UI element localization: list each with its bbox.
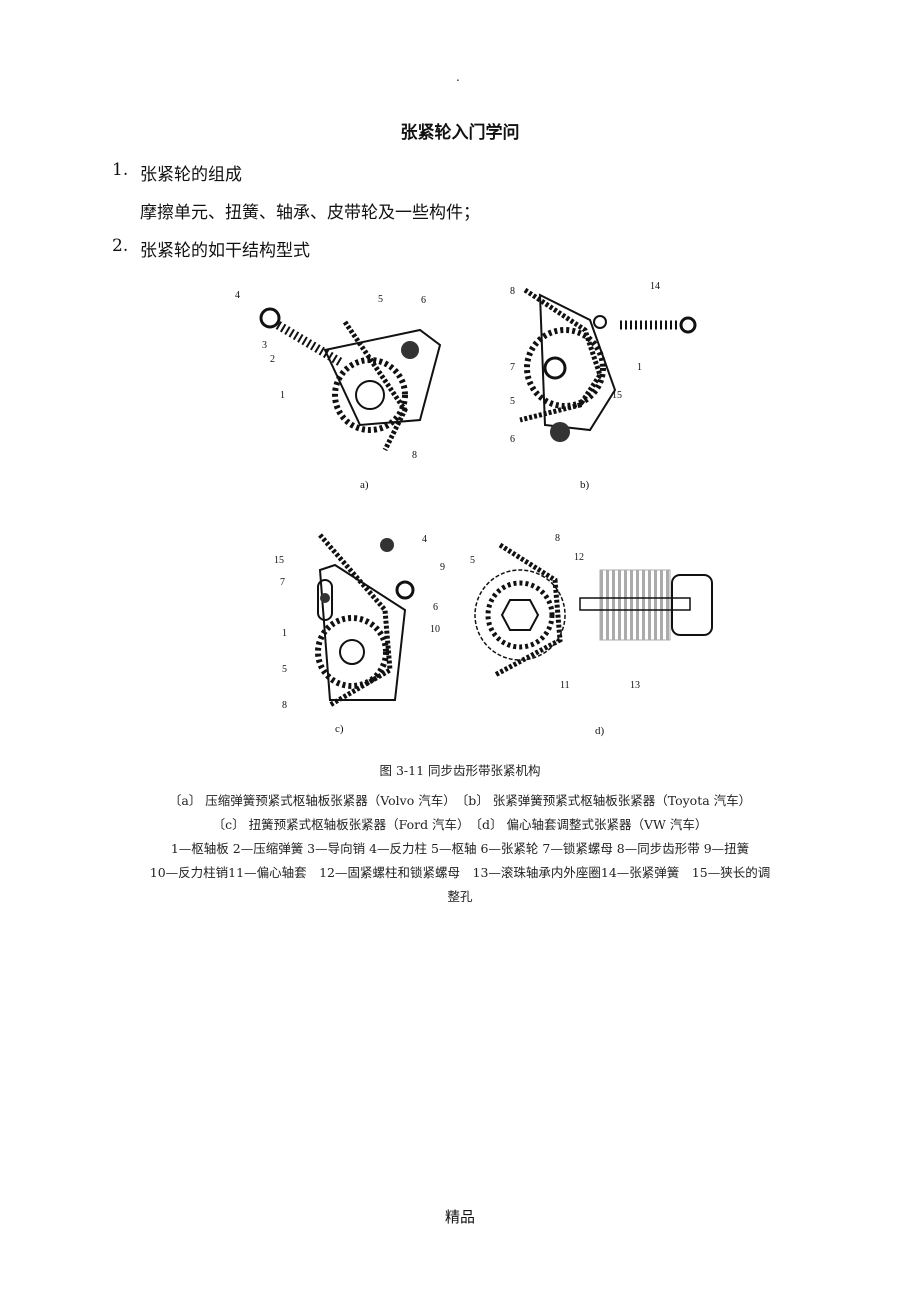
figure-label: 8 xyxy=(412,450,417,461)
legend-line-4: 10—反力柱销11—偏心轴套 12—固紧螺柱和锁紧螺母 13—滚珠轴承内外座圈1… xyxy=(149,865,771,880)
panel-a-drawing xyxy=(259,307,442,452)
figure-label: 1 xyxy=(280,390,285,401)
legend-line-3: 1—枢轴板 2—压缩弹簧 3—导向销 4—反力柱 5—枢轴 6—张紧轮 7—锁紧… xyxy=(170,841,750,856)
figure-label: 3 xyxy=(262,340,267,351)
panel-d-labels: 8 5 12 11 13 d) xyxy=(470,533,640,737)
panel-a-labels: 4 5 6 3 2 1 8 a) xyxy=(235,290,426,491)
section-1-body: 摩擦单元、扭簧、轴承、皮带轮及一些构件； xyxy=(140,203,480,223)
header-mark: . xyxy=(456,70,460,84)
figure-label: 4 xyxy=(422,534,427,545)
panel-d-drawing xyxy=(474,542,713,678)
legend-line-1: 〔a〕 压缩弹簧预紧式枢轴板张紧器（Volvo 汽车） 〔b〕 张紧弹簧预紧式枢… xyxy=(168,793,752,808)
figure-label: 15 xyxy=(612,390,622,401)
figure-label: 10 xyxy=(430,624,440,635)
figure-label: 15 xyxy=(274,555,284,566)
section-1-number: 1. xyxy=(112,160,129,180)
figure-label: 11 xyxy=(560,680,570,691)
legend-line-2: 〔c〕 扭簧预紧式枢轴板张紧器（Ford 汽车） 〔d〕 偏心轴套调整式张紧器（… xyxy=(212,817,708,832)
figure-label: 7 xyxy=(510,362,515,373)
panel-c-labels: 15 4 9 7 6 10 1 5 8 c) xyxy=(274,534,445,735)
figure-caption: 图 3-11 同步齿形带张紧机构 xyxy=(379,763,541,778)
figure-label: 6 xyxy=(433,602,438,613)
figure-label: d) xyxy=(595,725,605,737)
figure-label: 8 xyxy=(282,700,287,711)
panel-b-labels: 8 14 1 7 15 5 6 b) xyxy=(510,281,660,491)
figure-label: b) xyxy=(580,479,590,491)
figure-label: 2 xyxy=(270,354,275,365)
figure-label: 8 xyxy=(510,286,515,297)
figure-label: a) xyxy=(360,479,369,491)
figure-label: 5 xyxy=(378,294,383,305)
tensioner-figure: 4 5 6 3 2 1 8 a) 8 14 1 7 15 5 6 b) xyxy=(235,281,713,737)
section-2-heading: 张紧轮的如干结构型式 xyxy=(140,241,310,261)
figure-label: 5 xyxy=(282,664,287,675)
figure-label: c) xyxy=(335,723,344,735)
legend-line-5: 整孔 xyxy=(447,889,473,904)
figure-label: 6 xyxy=(510,434,515,445)
page-title: 张紧轮入门学问 xyxy=(400,123,520,143)
figure-label: 4 xyxy=(235,290,240,301)
figure-label: 8 xyxy=(555,533,560,544)
figure-label: 12 xyxy=(574,552,584,563)
figure-label: 1 xyxy=(282,628,287,639)
figure-label: 5 xyxy=(470,555,475,566)
section-1-heading: 张紧轮的组成 xyxy=(140,165,242,185)
section-2-number: 2. xyxy=(112,236,129,256)
figure-label: 1 xyxy=(637,362,642,373)
panel-c-drawing xyxy=(315,533,415,708)
page-footer: 精品 xyxy=(444,1208,475,1226)
figure-label: 7 xyxy=(280,577,285,588)
figure-label: 9 xyxy=(440,562,445,573)
figure-label: 6 xyxy=(421,295,426,306)
figure-label: 14 xyxy=(650,281,660,292)
figure-label: 5 xyxy=(510,396,515,407)
figure-label: 13 xyxy=(630,680,640,691)
panel-b-drawing xyxy=(519,287,697,442)
